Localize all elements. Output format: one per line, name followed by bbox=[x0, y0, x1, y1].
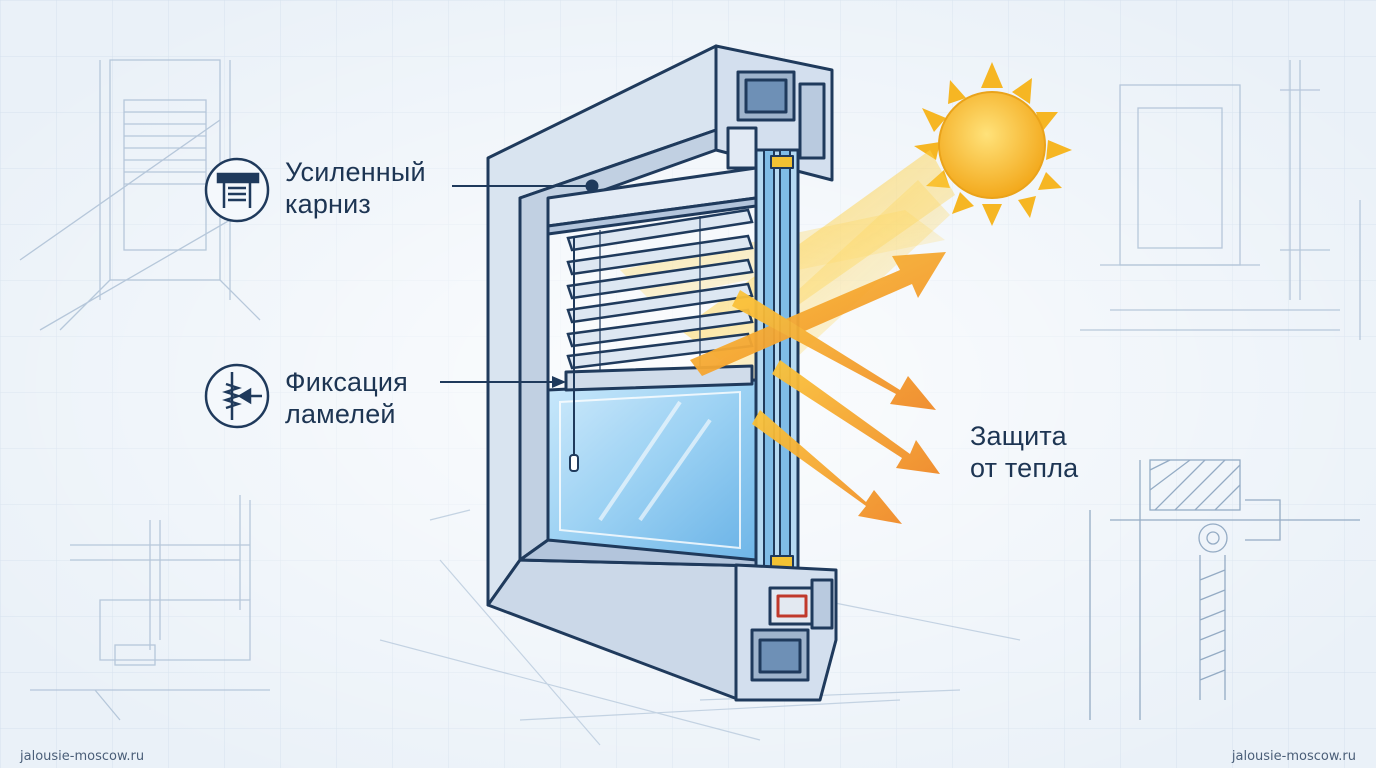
blind-slats bbox=[566, 208, 754, 370]
slat-lock-label-line1: Фиксация bbox=[285, 367, 409, 397]
control-cord bbox=[569, 238, 579, 472]
slat-lock-label: Фиксация ламелей bbox=[285, 366, 408, 430]
heat-protection-label-line1: Защита bbox=[970, 421, 1067, 451]
heat-protection-label: Защита от тепла bbox=[970, 420, 1078, 484]
slat-lock-icon bbox=[204, 363, 270, 429]
watermark-left: jalousie-moscow.ru bbox=[20, 749, 145, 764]
cornice-label-line1: Усиленный bbox=[285, 157, 426, 187]
blueprint-sketch-bottom-right bbox=[1089, 459, 1360, 720]
cornice-label-line2: карниз bbox=[285, 189, 372, 219]
slat-lock-leader-arrow bbox=[552, 376, 566, 388]
headrail bbox=[546, 166, 758, 236]
heat-arrows bbox=[690, 252, 946, 524]
cornice-icon bbox=[204, 157, 270, 223]
heat-protection-label-line2: от тепла bbox=[970, 453, 1079, 483]
blueprint-sketch-top-left bbox=[19, 59, 261, 331]
blueprint-sketch-bottom-left bbox=[30, 495, 270, 721]
blueprint-sketch-top-right bbox=[1080, 60, 1361, 340]
window-glass bbox=[546, 378, 758, 562]
bottom-rail bbox=[564, 364, 754, 392]
cornice-label: Усиленный карниз bbox=[285, 156, 426, 220]
slat-lock-label-line2: ламелей bbox=[285, 399, 396, 429]
watermark-right: jalousie-moscow.ru bbox=[1231, 749, 1356, 764]
sun-icon bbox=[914, 62, 1072, 226]
